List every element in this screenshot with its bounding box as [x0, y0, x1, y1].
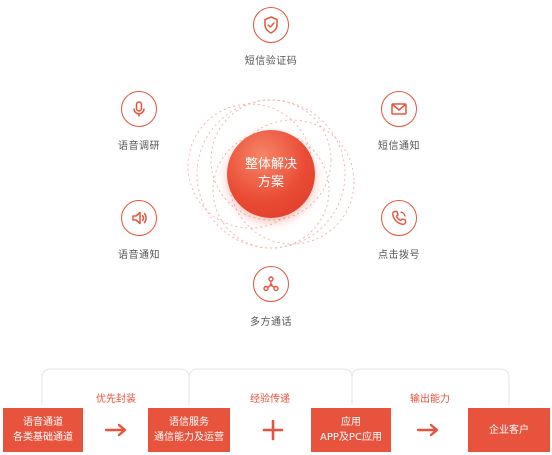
arrow-right-icon	[416, 423, 439, 437]
center-line1: 整体解决	[244, 157, 297, 172]
label-sms-verify: 短信验证码	[244, 56, 298, 67]
label-sms-notify: 短信通知	[378, 141, 420, 152]
flow-box-services: 语信服务 通信能力及运营	[148, 408, 230, 452]
plus-icon	[262, 419, 284, 441]
center-solution: 整体解决 方案	[227, 130, 315, 218]
bracket-label-experience: 经验传递	[247, 390, 293, 405]
flow-box-services-title: 语信服务	[169, 417, 209, 428]
flow-box-channels-sub: 各类基础通道	[13, 432, 73, 443]
bracket-label-output: 输出能力	[407, 390, 453, 405]
bracket-label-package: 优先封装	[93, 390, 139, 405]
speaker-icon	[121, 200, 157, 236]
label-click-to-dial: 点击拨号	[378, 250, 420, 261]
shield-check-icon	[253, 7, 289, 43]
label-voice-survey: 语音调研	[118, 141, 160, 152]
arrow-right-icon	[104, 423, 127, 437]
flow-box-channels-title: 语音通道	[23, 417, 63, 428]
flow-box-enterprise: 企业客户	[468, 408, 550, 452]
flow-box-services-sub: 通信能力及运营	[154, 432, 224, 443]
label-voice-notify: 语音通知	[118, 250, 160, 261]
microphone-icon	[121, 91, 157, 127]
flow-box-apps-title: 应用	[341, 417, 361, 428]
flow-box-enterprise-title: 企业客户	[489, 424, 529, 436]
phone-icon	[381, 200, 417, 236]
flow-box-apps-sub: APP及PC应用	[320, 432, 382, 443]
network-icon	[253, 266, 289, 302]
flow-box-apps: 应用 APP及PC应用	[311, 408, 391, 452]
envelope-icon	[381, 91, 417, 127]
label-multi-party: 多方通话	[250, 317, 292, 328]
center-line2: 方案	[257, 175, 284, 190]
flow-box-channels: 语音通道 各类基础通道	[3, 408, 83, 452]
